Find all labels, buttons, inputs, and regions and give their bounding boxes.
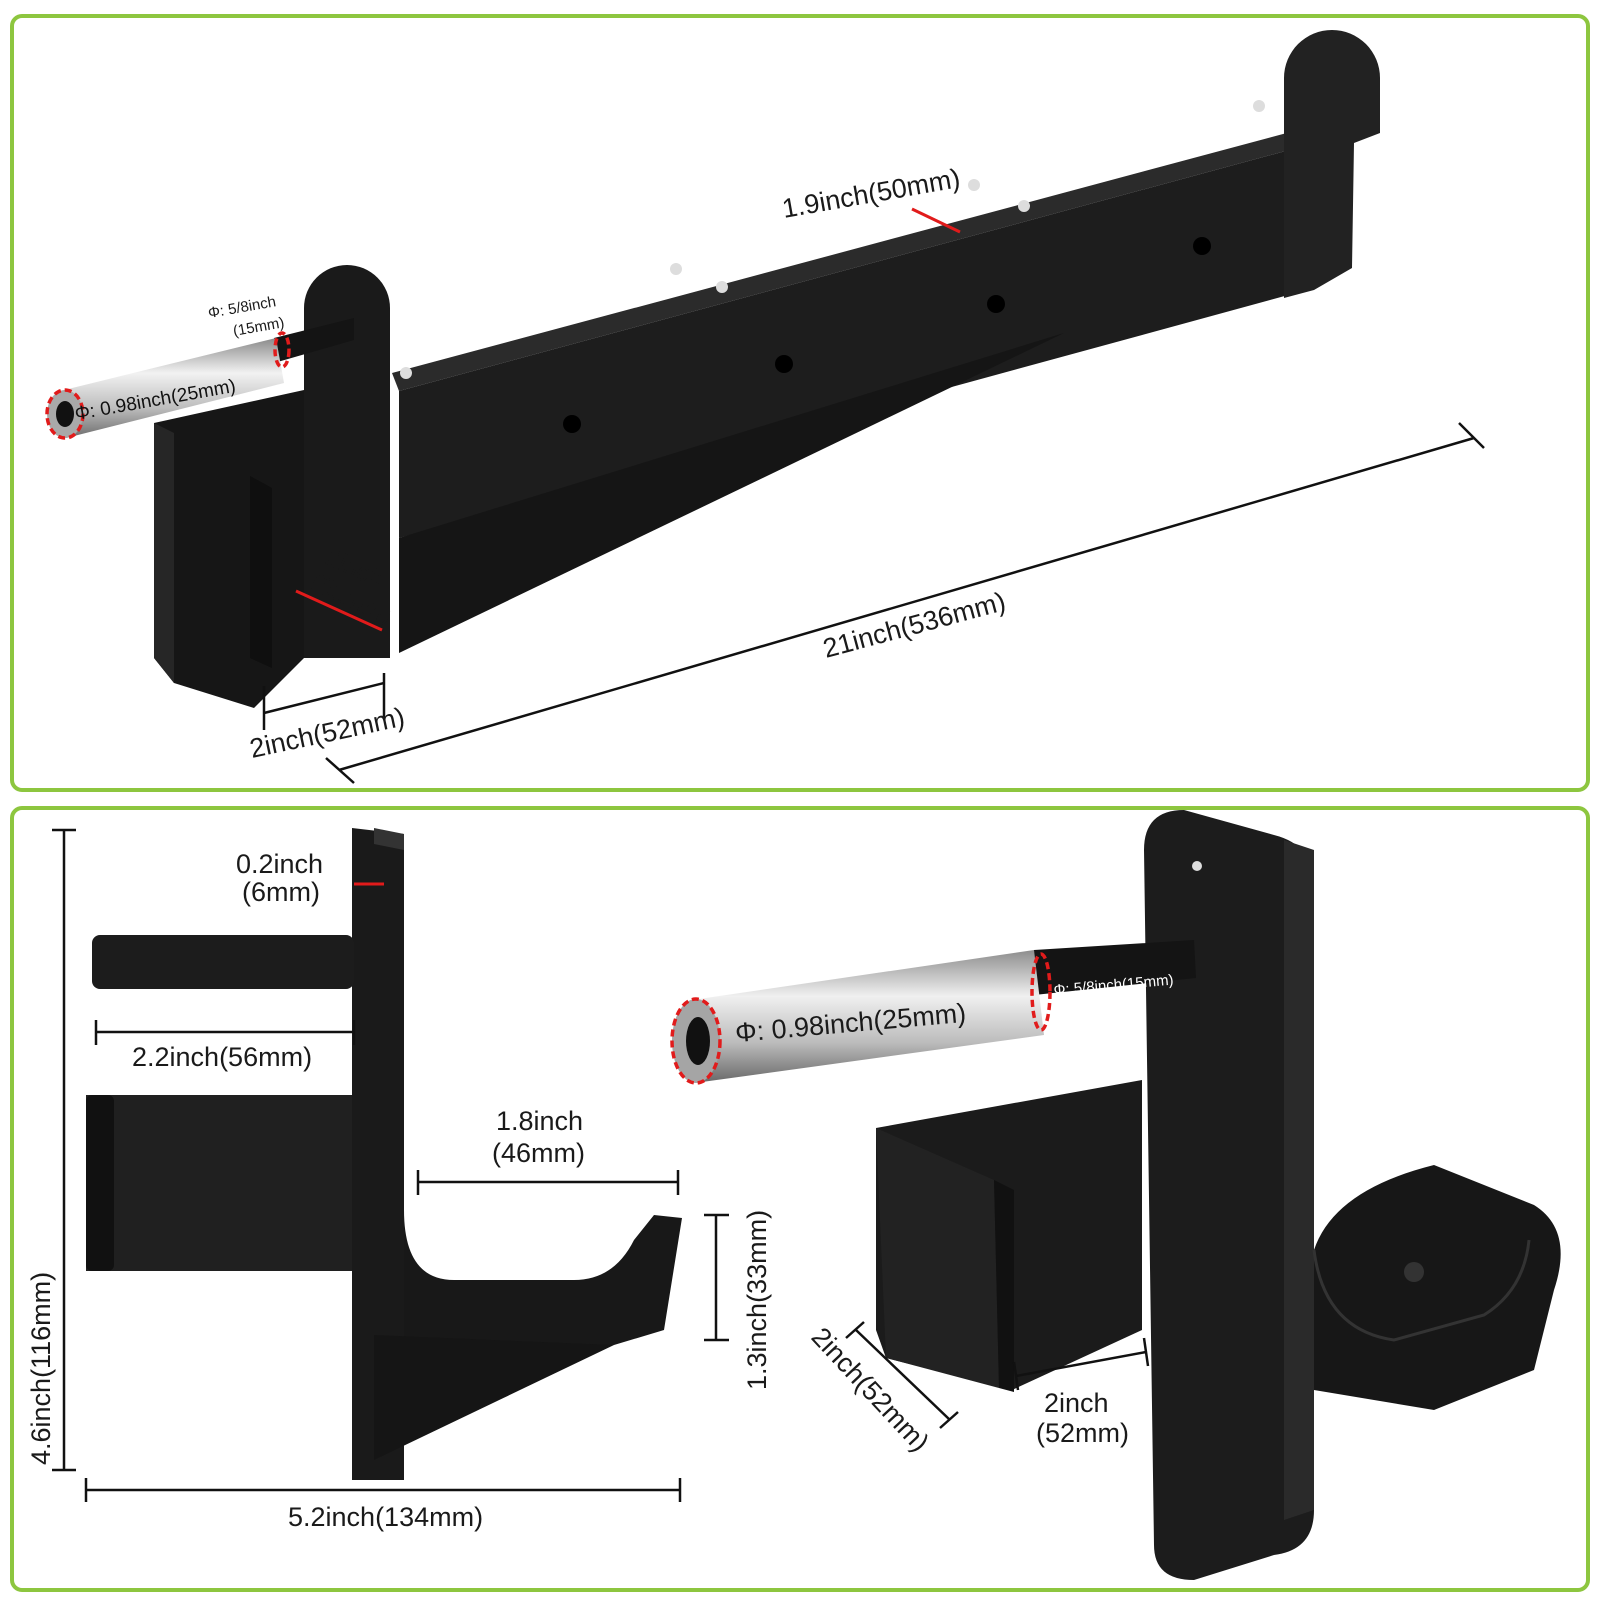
safety-arm-top-illustration: 1.9inch(50mm) Φ: 5/8inch (15mm) Φ: 0.98i… (45, 30, 1485, 784)
width-marker (911, 207, 961, 234)
pin-length-dimension (94, 1020, 356, 1045)
perspective-inner-width-label: 2inch (1044, 1388, 1109, 1418)
front-plate (304, 265, 390, 658)
jhook-side-and-perspective-illustration: 0.2inch (6mm) 2.2inch(56mm) 1.8inch (46m… (26, 810, 1561, 1580)
perspective-view-jhook (670, 810, 1561, 1580)
perspective-inner-width-mm-label: (52mm) (1036, 1418, 1129, 1448)
width-label: 1.9inch(50mm) (780, 163, 963, 224)
perspective-hook-depth-dimension (845, 1321, 959, 1429)
side-view-jhook (86, 828, 682, 1480)
cradle-depth-label: 1.8inch (496, 1106, 583, 1136)
total-width-label: 5.2inch(134mm) (288, 1502, 483, 1532)
total-width-dimension (84, 1478, 682, 1502)
length-label: 21inch(536mm) (820, 586, 1009, 664)
cradle-depth-dimension (416, 1170, 680, 1195)
hook-width-dimension (262, 673, 386, 730)
storage-pin (45, 318, 354, 440)
cradle-depth-mm-label: (46mm) (492, 1138, 585, 1168)
top-panel: 1.9inch(50mm) Φ: 5/8inch (15mm) Φ: 0.98i… (10, 14, 1590, 792)
perspective-inner-width-dimension (1012, 1337, 1150, 1391)
plate-thickness-label: 0.2inch (236, 849, 323, 879)
beam (392, 30, 1380, 653)
bottom-panel: 0.2inch (6mm) 2.2inch(56mm) 1.8inch (46m… (10, 806, 1590, 1592)
total-height-label: 4.6inch(116mm) (26, 1272, 56, 1465)
cradle-height-dimension (704, 1213, 729, 1342)
length-dimension-line (325, 422, 1485, 784)
cradle-height-label: 1.3inch(33mm) (742, 1210, 772, 1390)
pin-length-label: 2.2inch(56mm) (132, 1042, 312, 1072)
inner-width-marker (295, 589, 383, 632)
j-hook (154, 390, 304, 708)
plate-thickness-mm-label: (6mm) (242, 877, 320, 907)
pin-small-diameter-mm-label: (15mm) (232, 314, 286, 340)
total-height-dimension (52, 828, 76, 1472)
